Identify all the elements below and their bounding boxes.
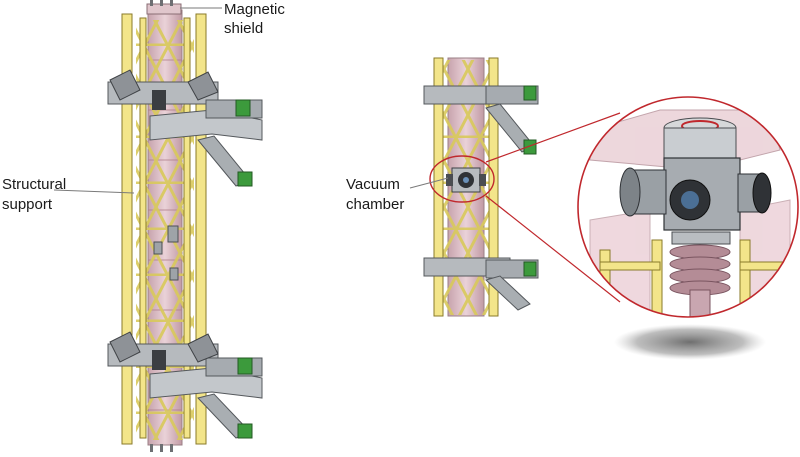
middle-tower (409, 57, 539, 317)
zoom-connector-top (485, 112, 621, 163)
structural-support-label-line1: Structural (2, 176, 67, 193)
zoom-inset (577, 96, 799, 318)
left-tower (53, 0, 263, 452)
inset-shadow (614, 324, 766, 360)
vacuum-chamber-small (446, 167, 486, 193)
lower-bracket (107, 331, 263, 439)
vacuum-chamber-leader (409, 177, 449, 189)
magnetic-shield-label-line1: Magnetic (224, 1, 285, 18)
zoom-source-ellipse (429, 155, 495, 203)
magnetic-shield-label-line2: shield (224, 20, 264, 37)
zoom-circle (577, 96, 799, 318)
vacuum-chamber-label-line1: Vacuum (346, 176, 400, 193)
vacuum-chamber-label-line2: chamber (346, 196, 405, 213)
upper-bracket (107, 69, 263, 187)
structural-support-label-line2: support (2, 196, 53, 213)
zoom-connector-bottom (485, 195, 621, 303)
structural-frame (121, 13, 207, 445)
structural-support-leader (53, 189, 135, 194)
